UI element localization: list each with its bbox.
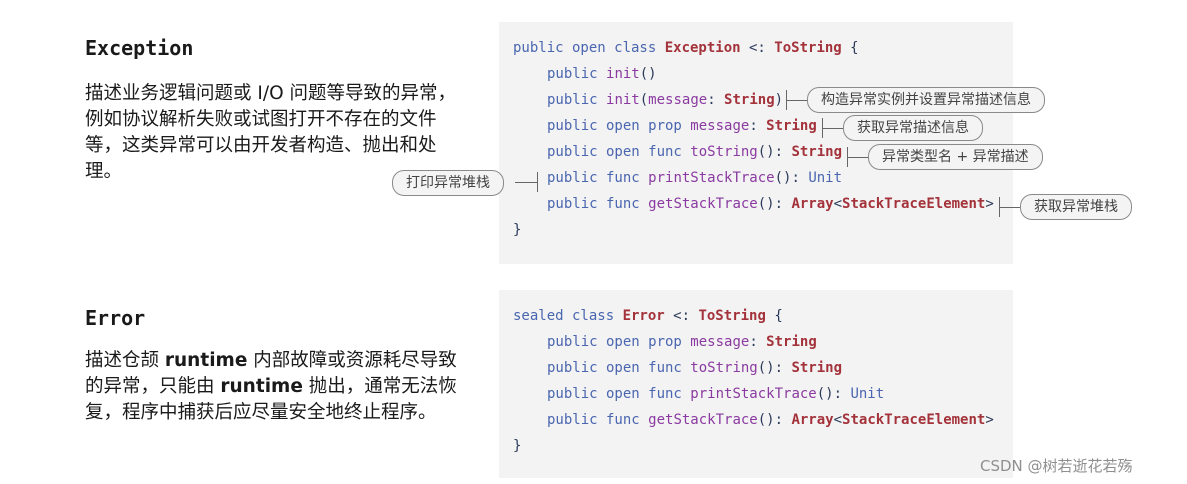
code-punct: ():: [757, 144, 792, 160]
code-type: String: [791, 360, 843, 376]
callout-connector-line: [786, 100, 807, 101]
exception-code-line-7: public func getStackTrace(): Array<Stack…: [547, 196, 994, 212]
callout-to-string: 异常类型名 + 异常描述: [868, 144, 1043, 170]
code-type: StackTraceElement: [842, 412, 986, 428]
code-keyword: public: [547, 66, 607, 82]
code-keyword: public func: [547, 196, 649, 212]
code-keyword: sealed class: [513, 308, 623, 324]
exception-description: 描述业务逻辑问题或 I/O 问题等导致的异常，例如协议解析失败或试图打开不存在的…: [85, 83, 457, 182]
error-code-line-3: public open func toString(): String: [547, 360, 842, 376]
code-punct: (: [639, 92, 649, 108]
code-keyword: public func: [547, 412, 649, 428]
code-keyword: public open class: [513, 40, 665, 56]
error-code-block: sealed class Error <: ToString { public …: [499, 290, 1013, 478]
code-class-name: Exception: [664, 40, 741, 56]
code-punct: ): [774, 92, 784, 108]
code-keyword: public open func: [547, 360, 691, 376]
callout-connector-tick: [537, 172, 538, 192]
code-punct: ():: [757, 196, 792, 212]
callout-print-trace: 打印异常堆栈: [392, 170, 504, 196]
callout-connector-line: [822, 128, 843, 129]
code-type: String: [724, 92, 775, 108]
code-class-name: Error: [622, 308, 665, 324]
code-function: init: [606, 66, 640, 82]
code-function: toString: [690, 144, 758, 160]
code-punct: ():: [757, 412, 792, 428]
exception-code-line-4: public open prop message: String: [547, 118, 817, 134]
code-function: message: [690, 118, 750, 134]
code-punct: ():: [757, 360, 792, 376]
error-desc-runtime: runtime: [164, 350, 248, 371]
code-function: toString: [690, 360, 758, 376]
code-type: Array: [791, 196, 834, 212]
callout-get-message: 获取异常描述信息: [843, 115, 983, 141]
code-punct: }: [513, 438, 522, 454]
code-punct: ():: [774, 170, 809, 186]
code-operator: <:: [740, 40, 775, 56]
callout-connector-line: [999, 207, 1020, 208]
exception-code-line-6: public func printStackTrace(): Unit: [547, 170, 842, 186]
code-punct: (): [639, 66, 657, 82]
code-type: ToString: [698, 308, 766, 324]
code-punct: :: [749, 118, 767, 134]
exception-code-line-5: public open func toString(): String: [547, 144, 842, 160]
exception-code-line-3: public init(message: String): [547, 92, 783, 108]
code-type: ToString: [774, 40, 842, 56]
error-desc-runtime: runtime: [220, 376, 303, 397]
callout-construct: 构造异常实例并设置异常描述信息: [807, 87, 1045, 113]
error-code-line-5: public func getStackTrace(): Array<Stack…: [547, 412, 994, 428]
error-desc-text: 内部故障或资源耗尽导致的异常，只能由: [85, 350, 457, 397]
code-param: message: [648, 92, 708, 108]
exception-code-block: public open class Exception <: ToString …: [499, 22, 1013, 264]
exception-code-line-2: public init(): [547, 66, 657, 82]
code-function: message: [690, 334, 750, 350]
error-desc-text: 抛出，通常无法恢复，程序中捕获后应尽量安全地终止程序。: [85, 376, 457, 423]
error-heading: Error: [85, 306, 146, 330]
code-keyword: public open func: [547, 144, 691, 160]
error-code-line-4: public open func printStackTrace(): Unit: [547, 386, 884, 402]
error-code-line-2: public open prop message: String: [547, 334, 817, 350]
code-type: Unit: [808, 170, 843, 186]
code-punct: >: [985, 196, 994, 212]
code-punct: :: [749, 334, 767, 350]
callout-get-trace: 获取异常堆栈: [1020, 194, 1132, 220]
exception-code-line-8: }: [513, 222, 521, 238]
code-punct: }: [513, 222, 522, 238]
code-type: Array: [791, 412, 834, 428]
error-code-line-6: }: [513, 438, 521, 454]
code-operator: <:: [664, 308, 699, 324]
code-function: getStackTrace: [648, 196, 758, 212]
code-keyword: public func: [547, 170, 649, 186]
code-keyword: public: [547, 92, 607, 108]
error-description: 描述仓颉 runtime 内部故障或资源耗尽导致的异常，只能由 runtime …: [85, 348, 457, 426]
error-desc-text: 描述仓颉: [85, 350, 165, 371]
callout-connector-line: [847, 157, 868, 158]
code-punct: {: [841, 40, 859, 56]
code-punct: <: [833, 196, 843, 212]
code-type: StackTraceElement: [842, 196, 986, 212]
code-function: printStackTrace: [690, 386, 817, 402]
callout-connector-line: [515, 182, 537, 183]
code-punct: ():: [816, 386, 851, 402]
code-type: Unit: [850, 386, 885, 402]
watermark: CSDN @树若逝花若殇: [980, 457, 1133, 475]
code-keyword: public open prop: [547, 334, 691, 350]
code-type: String: [791, 144, 843, 160]
code-function: init: [606, 92, 640, 108]
code-function: getStackTrace: [648, 412, 758, 428]
code-punct: :: [707, 92, 725, 108]
code-punct: >: [985, 412, 994, 428]
code-keyword: public open func: [547, 386, 691, 402]
exception-heading: Exception: [85, 36, 194, 60]
code-type: String: [766, 334, 817, 350]
code-function: printStackTrace: [648, 170, 775, 186]
code-punct: <: [833, 412, 843, 428]
code-keyword: public open prop: [547, 118, 691, 134]
code-type: String: [766, 118, 817, 134]
error-code-line-1: sealed class Error <: ToString {: [513, 308, 783, 324]
code-punct: {: [765, 308, 783, 324]
exception-code-line-1: public open class Exception <: ToString …: [513, 40, 859, 56]
